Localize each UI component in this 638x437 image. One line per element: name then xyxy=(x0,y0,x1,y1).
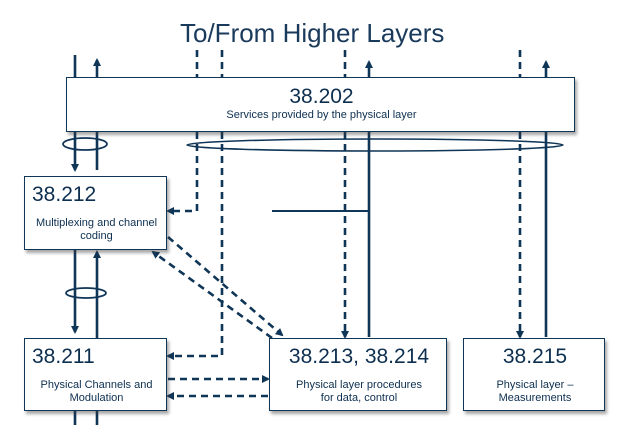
box-38-202: 38.202 Services provided by the physical… xyxy=(66,77,575,132)
dash-213-to-212 xyxy=(151,250,273,340)
box-38-211-label-line2: Modulation xyxy=(69,392,124,404)
box-38-202-number: 38.202 xyxy=(289,85,354,108)
box-38-215-number: 38.215 xyxy=(502,345,568,368)
box-38-213-214-label-line1: Physical layer procedures xyxy=(296,379,422,391)
box-38-212: 38.212 Multiplexing and channel coding xyxy=(24,176,167,250)
box-38-215: 38.215 Physical layer – Measurements xyxy=(463,338,605,411)
ellipse-mid-left xyxy=(65,287,107,299)
box-38-215-label-line1: Physical layer – xyxy=(496,379,574,391)
box-38-213-214: 38.213, 38.214 Physical layer procedures… xyxy=(269,338,447,411)
dash-202-to-211 xyxy=(166,132,224,360)
box-38-215-label-line2: Measurements xyxy=(498,392,572,404)
box-38-211-label-line1: Physical Channels and xyxy=(40,379,153,391)
box-38-212-label-line2: coding xyxy=(80,230,113,242)
box-38-212-number: 38.212 xyxy=(32,183,97,206)
box-38-213-214-number: 38.213, 38.214 xyxy=(288,345,430,368)
box-38-211-number: 38.211 xyxy=(32,345,95,368)
box-38-202-label: Services provided by the physical layer xyxy=(226,109,417,121)
diagram-title: To/From Higher Layers xyxy=(180,18,445,48)
dash-212-to-213 xyxy=(167,236,284,337)
ellipse-right xyxy=(186,138,564,152)
box-38-211: 38.211 Physical Channels and Modulation xyxy=(24,338,167,411)
ellipse-top-left xyxy=(62,137,108,151)
box-38-212-label-line1: Multiplexing and channel xyxy=(35,217,158,229)
box-38-213-214-label-line2: for data, control xyxy=(320,392,398,404)
dash-202-to-212 xyxy=(166,132,199,215)
